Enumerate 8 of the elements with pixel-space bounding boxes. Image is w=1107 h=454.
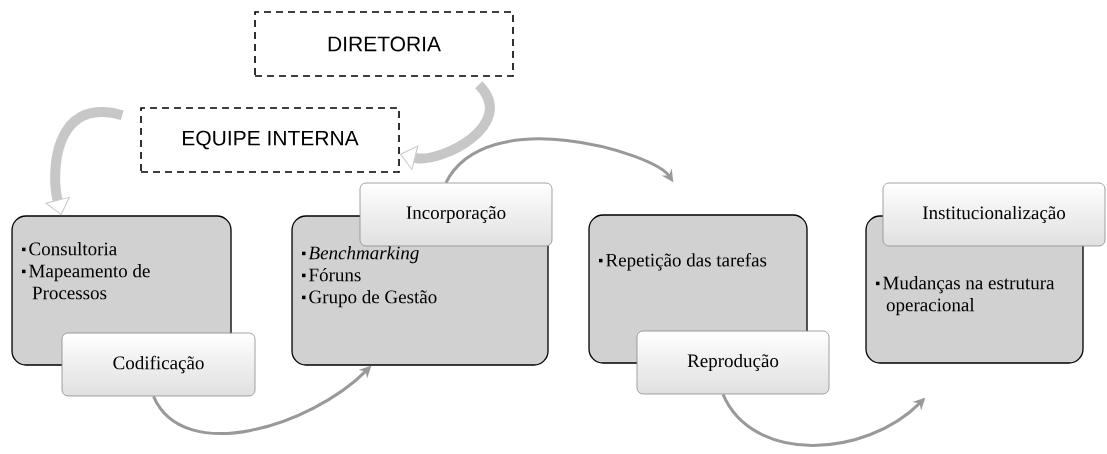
label-box: Institucionalização — [882, 182, 1106, 247]
arrow — [45, 107, 124, 216]
label-box: Incorporação — [359, 182, 553, 247]
dashed-box: EQUIPE INTERNA — [140, 107, 400, 173]
dashed-box: DIRETORIA — [254, 11, 514, 77]
label-box: Reprodução — [636, 330, 830, 395]
arrow — [444, 137, 674, 184]
label-box: Codificação — [61, 332, 256, 397]
